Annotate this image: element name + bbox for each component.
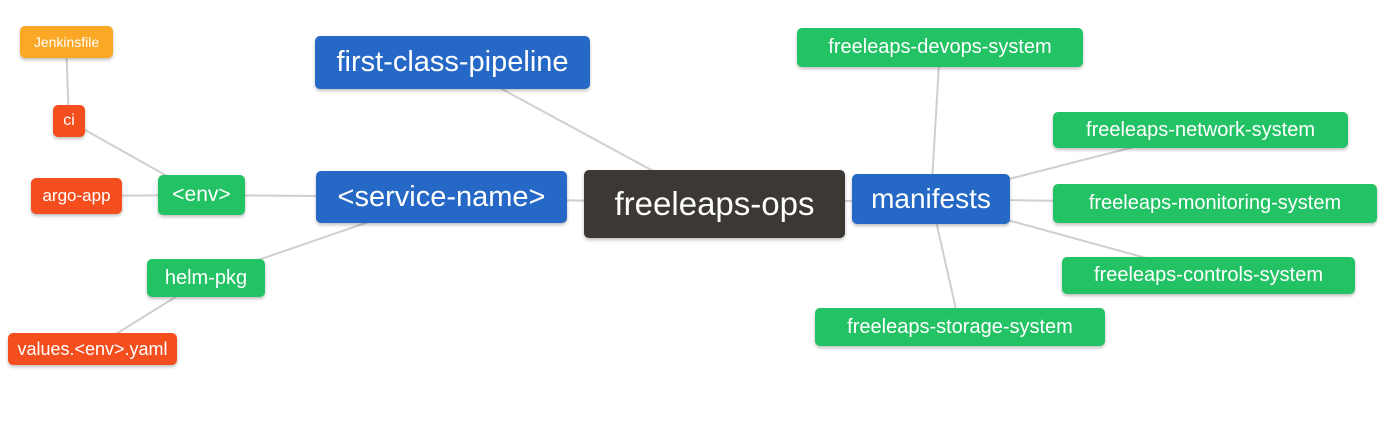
node-first-class-pipeline[interactable]: first-class-pipeline [315,36,590,89]
node-ci[interactable]: ci [53,105,85,137]
node-helm-pkg[interactable]: helm-pkg [147,259,265,297]
node-values-env-yaml[interactable]: values.<env>.yaml [8,333,177,365]
node-freeleaps-ops[interactable]: freeleaps-ops [584,170,845,238]
node-freeleaps-storage-system[interactable]: freeleaps-storage-system [815,308,1105,346]
node-service-name[interactable]: <service-name> [316,171,567,223]
node-freeleaps-devops-system[interactable]: freeleaps-devops-system [797,28,1083,67]
edge-manifests-devops [930,46,941,200]
node-env[interactable]: <env> [158,175,245,215]
node-argo-app[interactable]: argo-app [31,178,122,214]
node-freeleaps-network-system[interactable]: freeleaps-network-system [1053,112,1348,148]
node-manifests[interactable]: manifests [852,174,1010,224]
node-jenkinsfile[interactable]: Jenkinsfile [20,26,113,58]
node-freeleaps-monitoring-system[interactable]: freeleaps-monitoring-system [1053,184,1377,223]
node-freeleaps-controls-system[interactable]: freeleaps-controls-system [1062,257,1355,294]
